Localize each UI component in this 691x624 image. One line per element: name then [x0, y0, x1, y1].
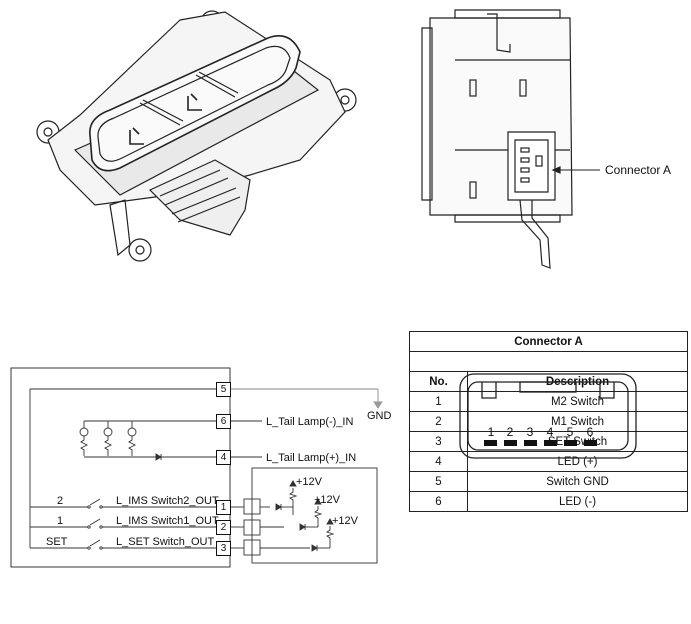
switch-set-label: SET — [46, 536, 68, 548]
connector-terminal-2 — [504, 440, 517, 446]
supply-12v-label-1: +12V — [296, 476, 322, 488]
tail-lamp-plus-label: L_Tail Lamp(+)_IN — [266, 452, 357, 464]
table-row: 5 Switch GND — [409, 471, 688, 492]
table-header-no: No. — [409, 371, 468, 392]
table-row: 6 LED (-) — [409, 491, 688, 512]
connector-terminal-5 — [564, 440, 577, 446]
connector-face-drawing — [459, 373, 637, 459]
row-description: Switch GND — [467, 471, 688, 492]
row-description: LED (-) — [467, 491, 688, 512]
ims-switch2-label: L_IMS Switch2_OUT — [116, 495, 219, 507]
connector-pin-number-1: 1 — [487, 425, 495, 439]
connector-terminal-6 — [584, 440, 597, 446]
switch-1-label: 1 — [57, 515, 64, 527]
row-no: 6 — [409, 491, 468, 512]
connector-a-table: Connector A 1 2 3 4 5 6 — [409, 331, 688, 512]
pin-4-box: 4 — [216, 450, 231, 465]
switch-2-label: 2 — [57, 495, 64, 507]
ims-switch1-label: L_IMS Switch1_OUT — [116, 515, 219, 527]
connector-table-title: Connector A — [409, 331, 688, 352]
pin-1-box: 1 — [216, 500, 231, 515]
switch-assembly-illustration — [36, 9, 600, 269]
row-no: 5 — [409, 471, 468, 492]
supply-12v-label-3: +12V — [332, 515, 358, 527]
pin-5-box: 5 — [216, 382, 231, 397]
pin-2-box: 2 — [216, 520, 231, 535]
connector-terminal-3 — [524, 440, 537, 446]
connector-terminal-1 — [484, 440, 497, 446]
pin-3-box: 3 — [216, 541, 231, 556]
connector-pin-number-2: 2 — [506, 425, 514, 439]
connector-terminal-4 — [544, 440, 557, 446]
connector-pin-number-6: 6 — [586, 425, 594, 439]
table-row: 2 M1 Switch — [409, 411, 688, 432]
connector-pin-number-5: 5 — [566, 425, 574, 439]
set-switch-label: L_SET Switch_OUT — [116, 536, 215, 548]
connector-pin-number-4: 4 — [546, 425, 554, 439]
connector-a-callout-label: Connector A — [605, 163, 672, 177]
supply-12v-label-2: +12V — [314, 494, 340, 506]
gnd-label: GND — [367, 410, 392, 422]
pin-6-box: 6 — [216, 414, 231, 429]
connector-face-cell: 1 2 3 4 5 6 — [409, 351, 688, 459]
wiring-schematic — [10, 367, 383, 568]
connector-pin-number-3: 3 — [526, 425, 534, 439]
tail-lamp-minus-label: L_Tail Lamp(-)_IN — [266, 416, 354, 428]
